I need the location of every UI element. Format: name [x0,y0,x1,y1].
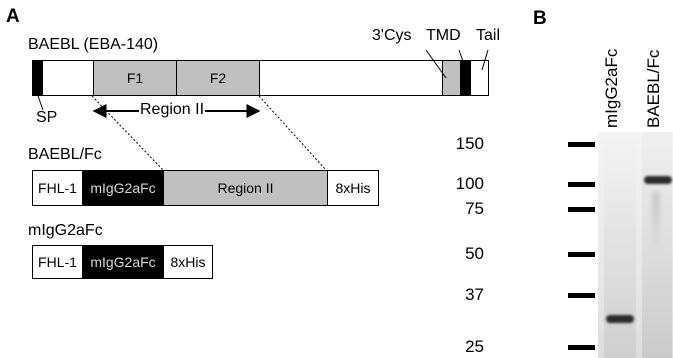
mw-label: 37 [444,285,484,305]
gel-blot [598,132,673,358]
mw-tick [568,252,595,257]
tmd-domain [461,61,471,95]
region-ii-segment: Region II [164,171,328,205]
his-tag-segment: 8xHis [328,171,378,205]
construct-baebl-fc-name: BAEBL/Fc [28,146,102,164]
smear-baebl-fc [652,192,660,252]
lane-1 [604,132,636,358]
mw-tick [568,182,595,187]
f2-domain: F2 [177,61,260,95]
mw-tick [568,345,595,350]
protein-title: BAEBL (EBA-140) [28,36,158,54]
migg2afc-segment: mIgG2aFc [83,246,164,278]
migg2afc-segment: mIgG2aFc [83,171,164,205]
mw-label: 75 [444,199,484,219]
mw-label: 25 [444,337,484,357]
baebl-protein-bar: F1 F2 [32,60,489,96]
region-ii-segment-label: Region II [217,180,273,196]
construct-baebl-fc-bar: FHL-1 mIgG2aFc Region II 8xHis [32,170,379,206]
construct-migg2afc-name: mIgG2aFc [28,222,103,240]
sp-domain [33,61,43,95]
panel-b-label: B [533,8,547,30]
cys-domain [442,61,461,95]
sp-leader-line [38,96,43,110]
f1-label: F1 [127,70,143,86]
mw-tick [568,293,595,298]
mw-label: 50 [444,244,484,264]
dotted-projection-right [259,96,326,170]
his-tag-label: 8xHis [335,180,370,196]
band-baebl-fc [644,176,672,184]
mw-label: 150 [444,134,484,154]
tail-label: Tail [476,27,500,45]
migg2afc-label: mIgG2aFc [90,180,155,196]
his-tag-label: 8xHis [170,254,205,270]
tmd-label: TMD [426,27,461,45]
mw-label: 100 [444,174,484,194]
fhl1-label: FHL-1 [38,180,77,196]
his-tag-segment: 8xHis [164,246,212,278]
cys-label: 3'Cys [372,27,412,45]
sp-label: SP [36,109,57,127]
lane-label-baebl-fc: BAEBL/Fc [644,50,664,128]
fhl1-segment: FHL-1 [33,171,83,205]
mw-tick [568,207,595,212]
panel-a-label: A [6,6,20,28]
construct-migg2afc-bar: FHL-1 mIgG2aFc 8xHis [32,245,213,279]
fhl1-label: FHL-1 [38,254,77,270]
lane-label-migg2afc: mIgG2aFc [602,49,622,128]
fhl1-segment: FHL-1 [33,246,83,278]
tail-domain [471,61,488,95]
f2-label: F2 [210,70,226,86]
band-migg2afc [606,315,634,323]
region-ii-label: Region II [139,101,205,119]
f1-domain: F1 [93,61,177,95]
migg2afc-label: mIgG2aFc [90,254,155,270]
mw-tick [568,142,595,147]
